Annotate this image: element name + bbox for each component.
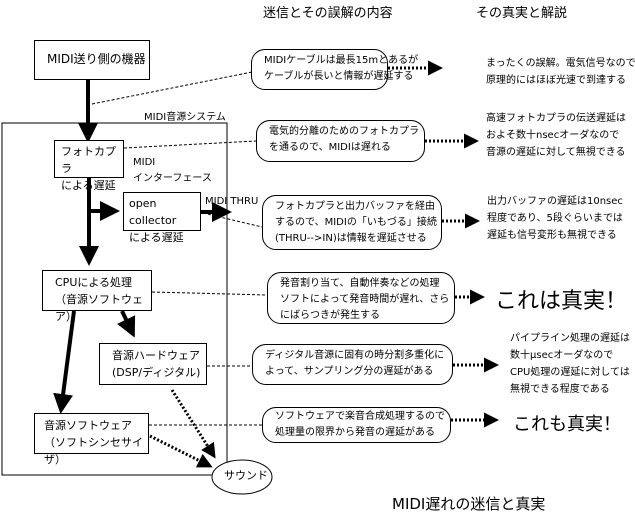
- system-label: MIDI音源システム: [144, 112, 226, 123]
- truth-verdict-1: これは真実！: [495, 289, 628, 314]
- leader-myth-3: [202, 212, 263, 228]
- system-frame: [1, 122, 228, 476]
- truth-note-5: パイプライン処理の遅延は 数十μsecオーダなので CPU処理の遅延に対しては …: [510, 333, 630, 395]
- thru-label: MIDI THRU: [205, 196, 259, 207]
- truth-note-1: まったくの誤解。電気信号なので 原理的にはほぼ光速で到達する: [486, 58, 635, 86]
- leader-myth-2: [123, 140, 257, 149]
- node-hardware[interactable]: 音源ハードウェア (DSP/ディジタル): [99, 343, 207, 385]
- leader-myth-4: [151, 291, 268, 296]
- node-photocoupler[interactable]: フォトカプラ による遅延: [54, 140, 124, 192]
- sound-node-shape: [211, 459, 273, 495]
- myth-bubble-1[interactable]: MIDIケーブルは最長15mとあるが ケーブルが長いと情報が遅延する: [251, 49, 418, 90]
- node-software[interactable]: 音源ソフトウェア （ソフトシンセサイザ）: [34, 413, 149, 466]
- truth-verdict-2: これも真実！: [513, 414, 621, 435]
- myth-bubble-2[interactable]: 電気的分離のためのフォトカプラ を通るので、MIDIは遅れる: [256, 120, 425, 162]
- node-sound[interactable]: サウンド: [224, 469, 268, 482]
- myth-bubble-4[interactable]: 発音割り当て、自動伴奏などの処理 ソフトによって発音時間が遅れ、さら にばらつき…: [267, 272, 455, 324]
- diagram-title: MIDI遅れの迷信と真実: [392, 495, 546, 513]
- truth-note-3: 出力バッファの遅延は10nsec 程度であり、5段ぐらいまでは 遅延も信号変形も…: [487, 196, 623, 241]
- myth-bubble-3[interactable]: フォトカプラと出力バッファを経由 するので、MIDIの「いもづる」接続 (THR…: [262, 195, 442, 250]
- arrow-cpu-to-hardware: [117, 310, 136, 338]
- leader-myth-1: [91, 71, 253, 105]
- arrow-cpu-to-software: [53, 310, 76, 414]
- truth-column-header: その真実と解説: [476, 6, 568, 21]
- node-open-collector[interactable]: open collector による遅延: [123, 192, 201, 244]
- myth-column-header: 迷信とその誤解の内容: [263, 6, 393, 21]
- node-cpu[interactable]: CPUによる処理 （音源ソフトウェア）: [42, 270, 152, 323]
- arrow-software-to-sound: [149, 434, 213, 468]
- myth-bubble-6[interactable]: ソフトウェアで楽音合成処理するので 処理量の限界から発音の遅延がある: [262, 407, 451, 443]
- myth-bubble-5[interactable]: ディジタル音源に固有の時分割多重化に よって、サンプリング分の遅延がある: [252, 344, 453, 385]
- interface-label: MIDI インターフェース: [133, 157, 212, 184]
- node-sender[interactable]: MIDI送り側の機器: [34, 40, 150, 80]
- truth-note-2: 高速フォトカプラの伝送遅延は およそ数十nsecオーダなので 音源の遅延に対して…: [486, 113, 626, 158]
- arrow-hardware-to-sound: [170, 389, 216, 459]
